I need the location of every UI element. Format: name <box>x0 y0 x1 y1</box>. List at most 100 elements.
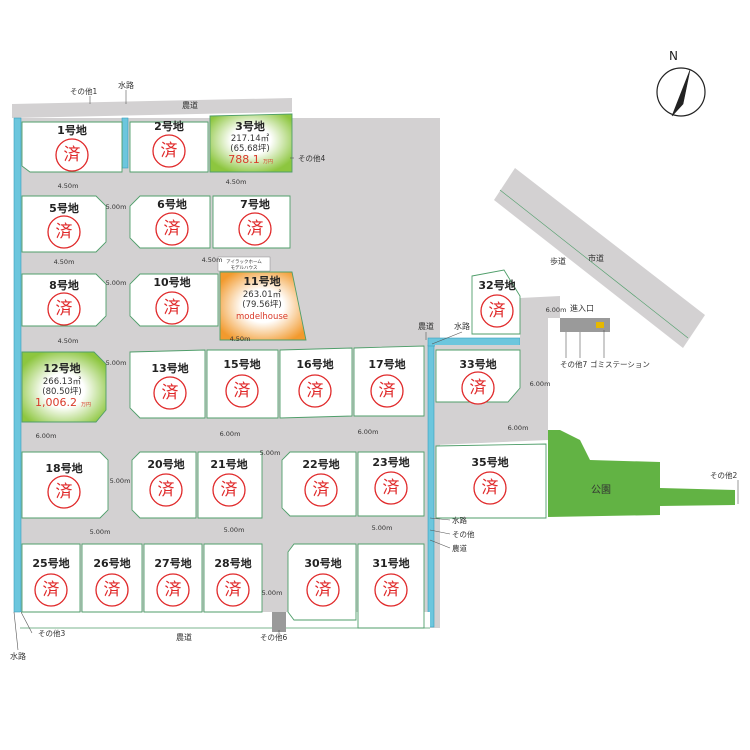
lot-12-unit: 万円 <box>81 402 91 408</box>
lot-12-label: 12号地 <box>43 361 80 375</box>
farm-road-top-label: 農道 <box>182 100 198 110</box>
width-label: 5.00m <box>372 524 393 532</box>
sold-stamp: 済 <box>473 471 507 505</box>
svg-text:済: 済 <box>307 381 324 401</box>
city-road <box>494 168 705 348</box>
sold-stamp: 済 <box>374 573 408 607</box>
farm-road-right-label: 農道 <box>452 543 467 553</box>
gomi-station-marker <box>596 322 604 328</box>
lot-12-tsubo: (80.50坪) <box>42 387 81 397</box>
lot-label: 31号地 <box>372 556 409 570</box>
lot-label: 27号地 <box>154 556 191 570</box>
svg-text:済: 済 <box>379 381 396 401</box>
lot-11[interactable] <box>219 271 307 341</box>
lot-label: 16号地 <box>296 357 333 371</box>
sold-stamp: 済 <box>156 573 190 607</box>
lot-3-price: 788.1 <box>228 153 260 166</box>
lot-label: 17号地 <box>368 357 405 371</box>
lot-label: 22号地 <box>302 457 339 471</box>
sonota3-label: その他3 <box>38 628 65 638</box>
sold-stamp: 済 <box>216 573 250 607</box>
lot-label: 20号地 <box>147 457 184 471</box>
svg-text:済: 済 <box>315 580 332 600</box>
svg-text:済: 済 <box>165 580 182 600</box>
sidewalk-line <box>499 189 689 339</box>
svg-text:済: 済 <box>43 580 60 600</box>
width-label: 4.50m <box>54 258 75 266</box>
svg-text:済: 済 <box>162 383 179 403</box>
model-note-box <box>217 256 271 272</box>
park-area <box>548 430 735 517</box>
width-label: 6.00m <box>358 428 379 436</box>
width-label: 4.50m <box>58 337 79 345</box>
sold-stamp: 済 <box>212 473 246 507</box>
lot-labels: 1号地 2号地 5号地 6号地 7号地 8号地 10号地 13号地 15号地 1… <box>32 119 515 570</box>
sold-stamp: 済 <box>47 292 81 326</box>
svg-text:済: 済 <box>64 145 81 165</box>
svg-text:済: 済 <box>225 580 242 600</box>
water-channel-top-label: 水路 <box>118 80 134 90</box>
sold-stamp: 済 <box>47 475 81 509</box>
sold-stamp: 済 <box>480 294 514 328</box>
sold-stamp: 済 <box>55 138 89 172</box>
lot-12[interactable] <box>21 351 107 423</box>
width-label: 5.00m <box>106 279 127 287</box>
sonota6-label: その他6 <box>260 632 287 642</box>
north-label: N <box>669 49 678 63</box>
lot-label: 2号地 <box>154 119 184 133</box>
water-channel-mid-label: 水路 <box>454 321 470 331</box>
water-channel-right <box>427 344 435 628</box>
sold-stamp: 済 <box>298 374 332 408</box>
width-label: 5.00m <box>224 526 245 534</box>
lot-11-tsubo: (79.56坪) <box>242 300 281 310</box>
lot-label: 6号地 <box>157 197 187 211</box>
sonota-label: その他 <box>452 529 475 539</box>
lot-3[interactable] <box>209 113 293 173</box>
farm-road-mid-label: 農道 <box>418 321 434 331</box>
lot-label: 23号地 <box>372 455 409 469</box>
model-note-2: モデルハウス <box>231 264 258 271</box>
width-label: 6.00m <box>508 424 529 432</box>
svg-text:済: 済 <box>470 378 487 398</box>
lot-label: 15号地 <box>223 357 260 371</box>
sonota6-strip <box>272 612 286 632</box>
width-label: 5.00m <box>106 359 127 367</box>
lot-12-info: 12号地 266.13㎡ (80.50坪) 1,006.2 万円 <box>35 361 91 409</box>
water-channel-left-label: 水路 <box>10 651 26 661</box>
lot-label: 5号地 <box>49 201 79 215</box>
svg-text:済: 済 <box>158 480 175 500</box>
width-label: 5.00m <box>260 449 281 457</box>
sonota4-label: その他4 <box>298 153 325 163</box>
entrance-label: 進入口 <box>570 304 594 313</box>
water-channel-top <box>121 117 129 169</box>
svg-text:済: 済 <box>221 480 238 500</box>
width-label: 4.50m <box>202 256 223 264</box>
sold-stamp: 済 <box>306 573 340 607</box>
sold-stamp: 済 <box>370 374 404 408</box>
width-label: 6.00m <box>546 306 567 314</box>
sold-stamp: 済 <box>149 473 183 507</box>
model-note-1: アイラックホーム <box>226 259 262 265</box>
svg-text:済: 済 <box>313 480 330 500</box>
lot-label: 28号地 <box>214 556 251 570</box>
lot-label: 7号地 <box>240 197 270 211</box>
svg-text:済: 済 <box>104 580 121 600</box>
width-label: 4.50m <box>226 178 247 186</box>
svg-text:済: 済 <box>489 301 506 321</box>
lot-label: 1号地 <box>57 123 87 137</box>
sonota7-label: その他7 <box>560 359 587 369</box>
lot-3-area: 217.14㎡ <box>231 134 270 144</box>
svg-text:済: 済 <box>56 482 73 502</box>
lot-12-area: 266.13㎡ <box>43 377 82 387</box>
sold-stamp: 済 <box>374 471 408 505</box>
sold-stamp: 済 <box>155 291 189 325</box>
width-label: 5.00m <box>90 528 111 536</box>
lot-label: 32号地 <box>478 278 515 292</box>
lot-3-tsubo: (65.68坪) <box>230 144 269 154</box>
lot-label: 35号地 <box>471 455 508 469</box>
sold-stamp: 済 <box>34 573 68 607</box>
compass-north: N <box>656 49 706 117</box>
svg-text:済: 済 <box>161 141 178 161</box>
